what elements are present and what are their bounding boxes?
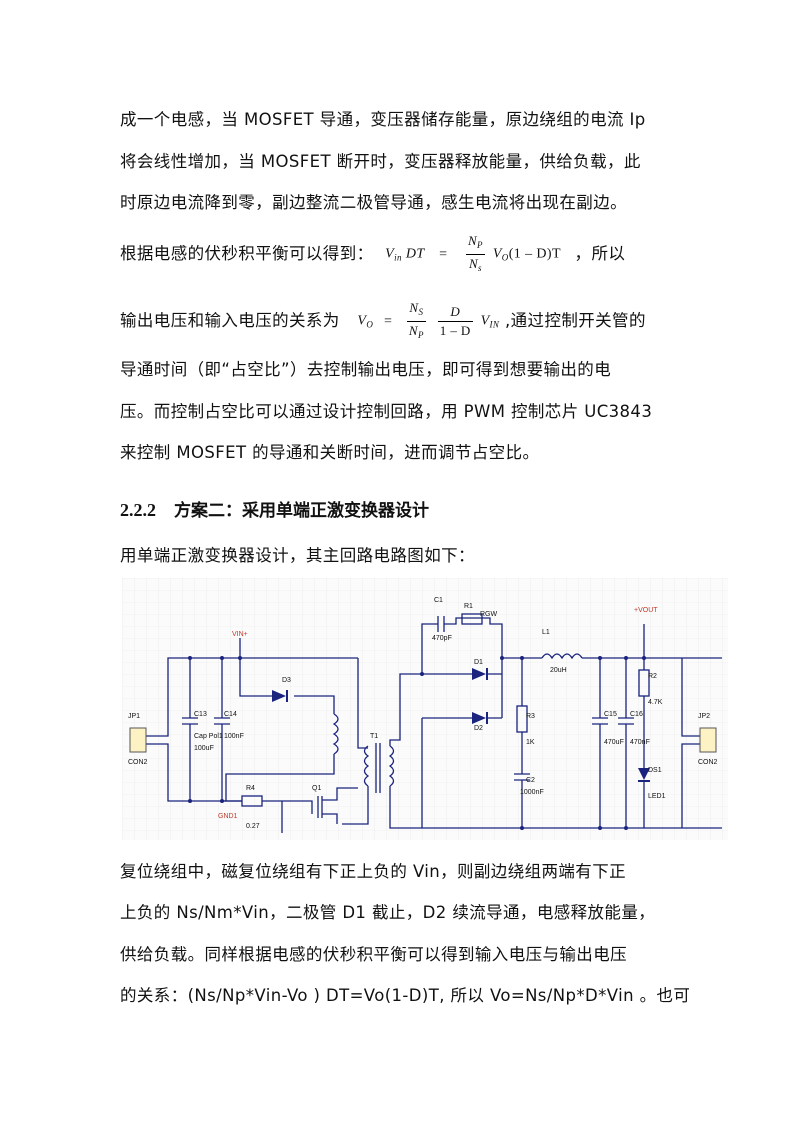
label-c14: C14 <box>224 711 237 718</box>
paragraph-line: 供给负载。同样根据电感的伏秒积平衡可以得到输入电压与输出电压 <box>120 945 627 964</box>
paragraph-line: 成一个电感，当 MOSFET 导通，变压器储存能量，原边绕组的电流 Ip <box>120 110 646 129</box>
formula-fraction: NS NP <box>406 299 426 344</box>
schematic-svg: C1 470pF R1 RGW L1 20uH +VOUT VIN+ D3 D1… <box>122 578 728 840</box>
text: 根据电感的伏秒积平衡可以得到： <box>120 244 374 263</box>
label-c2: C2 <box>526 777 535 784</box>
formula-eq: = <box>438 246 449 262</box>
label-c15-value: 470uF <box>604 739 624 746</box>
formula-subscript: P <box>477 240 483 250</box>
formula-eq: = <box>383 313 393 329</box>
formula-symbol: V <box>480 313 490 329</box>
label-c13-value: Cap Pol1 <box>194 733 223 740</box>
paragraph-line: 将会线性增加，当 MOSFET 断开时，变压器释放能量，供给负载，此 <box>120 152 641 171</box>
label-q1: Q1 <box>312 785 321 792</box>
label-c15: C15 <box>604 711 617 718</box>
formula-symbol: V <box>357 313 367 329</box>
label-r2-value: 4.7K <box>648 699 663 706</box>
section-heading: 2.2.2 方案二：采用单端正激变换器设计 <box>120 496 429 521</box>
label-c13-value2: 100uF <box>194 745 214 752</box>
label-r4: R4 <box>246 785 255 792</box>
label-ds1: DS1 <box>648 767 662 774</box>
label-vin: VIN+ <box>232 631 248 638</box>
label-c1: C1 <box>434 597 443 604</box>
paragraph-line: 压。而控制占空比可以通过设计控制回路，用 PWM 控制芯片 UC3843 <box>120 402 653 421</box>
label-vout: +VOUT <box>634 607 658 614</box>
label-c14-value: 100nF <box>224 733 244 740</box>
paragraph-line: 来控制 MOSFET 的导通和关断时间，进而调节占空比。 <box>120 443 540 462</box>
paragraph-line: 的关系：(Ns/Np*Vin-Vo ) DT=Vo(1-D)T, 所以 Vo=N… <box>120 986 691 1005</box>
formula-subscript: IN <box>489 319 500 330</box>
formula-fraction: D 1 – D <box>437 303 473 340</box>
label-c13: C13 <box>194 711 207 718</box>
formula-symbol: DT <box>405 246 425 262</box>
formula-subscript: P <box>417 330 424 340</box>
intro-line: 用单端正激变换器设计，其主回路电路图如下： <box>120 546 475 565</box>
label-d2: D2 <box>474 725 483 732</box>
formula-subscript: O <box>501 252 509 263</box>
formula-symbol: D <box>450 304 461 319</box>
label-c1-value: 470pF <box>432 635 452 642</box>
formula-symbol: V <box>492 246 502 262</box>
formula-symbol: N <box>468 256 479 271</box>
text: 输出电压和输入电压的关系为 <box>120 311 340 330</box>
label-r3: R3 <box>526 713 535 720</box>
label-r3-value: 1K <box>526 739 535 746</box>
label-l1: L1 <box>542 629 550 636</box>
label-l1-value: 20uH <box>550 667 567 674</box>
label-gnd: GND1 <box>218 813 238 820</box>
text: ，所以 <box>574 244 626 263</box>
paragraph-line: 时原边电流降到零，副边整流二极管导通，感生电流将出现在副边。 <box>120 193 627 212</box>
paragraph-line: 上负的 Ns/Nm*Vin，二极管 D1 截止，D2 续流导通，电感释放能量， <box>120 903 656 922</box>
paragraph-line: 导通时间（即“占空比”）去控制输出电压，即可得到想要输出的电 <box>120 360 612 379</box>
formula-subscript: in <box>394 252 402 263</box>
forward-converter-schematic: C1 470pF R1 RGW L1 20uH +VOUT VIN+ D3 D1… <box>122 578 728 840</box>
formula-fraction: NP Ns <box>465 232 485 277</box>
label-led: LED1 <box>648 793 666 800</box>
paragraph-line-with-formula: 根据电感的伏秒积平衡可以得到： Vin DT = NP Ns VO(1 – D)… <box>120 232 625 277</box>
label-c16: C16 <box>630 711 643 718</box>
section-number: 2.2.2 <box>120 500 156 520</box>
formula-symbol: N <box>409 300 419 315</box>
label-r2: R2 <box>648 673 657 680</box>
volt-second-formula: Vin DT = NP Ns VO(1 – D)T <box>385 232 561 277</box>
formula-subscript: S <box>418 307 424 317</box>
output-voltage-formula: VO = NS NP D 1 – D VIN <box>357 299 499 344</box>
paragraph-line-with-formula: 输出电压和输入电压的关系为 VO = NS NP D 1 – D VIN ,通过… <box>120 299 646 344</box>
formula-symbol: N <box>467 233 478 248</box>
formula-subscript: O <box>366 319 374 330</box>
label-jp1: JP1 <box>128 713 140 720</box>
formula-symbol: (1 – D)T <box>508 246 561 262</box>
label-r1: R1 <box>464 603 473 610</box>
label-c16-value: 470nF <box>630 739 650 746</box>
text: ,通过控制开关管的 <box>505 311 646 330</box>
label-c2-value: 1000nF <box>520 789 544 796</box>
label-t1: T1 <box>370 733 378 740</box>
section-title: 方案二：采用单端正激变换器设计 <box>174 501 429 521</box>
formula-symbol: V <box>385 246 395 262</box>
label-d3: D3 <box>282 677 291 684</box>
formula-symbol: N <box>408 323 418 338</box>
label-r1-value: RGW <box>480 611 498 618</box>
label-jp2: JP2 <box>698 713 710 720</box>
paragraph-line: 复位绕组中，磁复位绕组有下正上负的 Vin，则副边绕组两端有下正 <box>120 862 627 881</box>
formula-subscript: s <box>478 263 482 273</box>
label-con2: CON2 <box>698 759 718 766</box>
formula-symbol: 1 – D <box>439 323 471 338</box>
label-con1: CON2 <box>128 759 148 766</box>
label-d1: D1 <box>474 659 483 666</box>
label-r4-value: 0.27 <box>246 823 260 830</box>
